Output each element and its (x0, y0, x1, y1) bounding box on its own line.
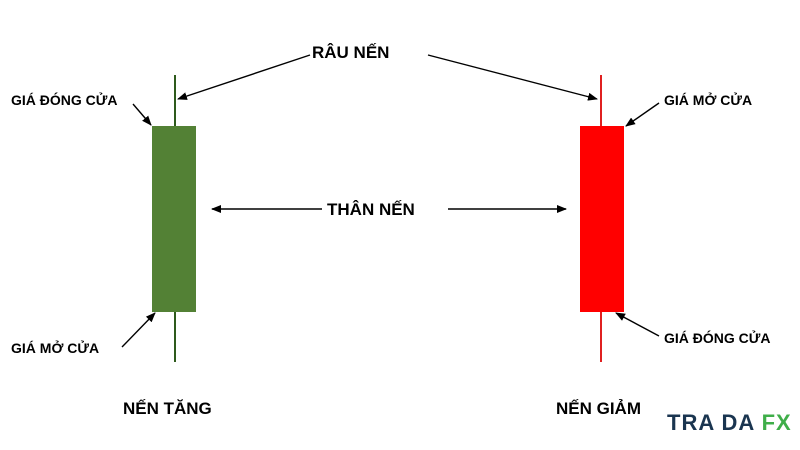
bullish-body (152, 126, 196, 312)
logo-text-main: TRA DA (667, 410, 762, 435)
wick-arrow-right (427, 54, 598, 101)
bearish-close-arrow (615, 312, 660, 337)
bearish-open-arrow (625, 102, 660, 127)
bearish-open-label: GIÁ MỞ CỬA (664, 92, 753, 108)
bearish-close-label: GIÁ ĐÓNG CỬA (664, 330, 771, 346)
logo-text-fx: FX (761, 410, 792, 435)
body-label: THÂN NẾN (327, 200, 415, 219)
bullish-open-arrow (121, 312, 156, 348)
bullish-close-label: GIÁ ĐÓNG CỬA (11, 92, 118, 108)
bullish-close-arrow (132, 103, 152, 126)
bullish-open-label: GIÁ MỞ CỬA (11, 340, 100, 356)
bearish-candle-title: NẾN GIẢM (556, 399, 641, 418)
brand-logo: TRA DA FX (667, 410, 792, 436)
wick-label: RÂU NẾN (312, 43, 390, 62)
bearish-body (580, 126, 624, 312)
wick-arrow-left (177, 54, 311, 100)
bullish-candle-title: NẾN TĂNG (123, 399, 212, 418)
